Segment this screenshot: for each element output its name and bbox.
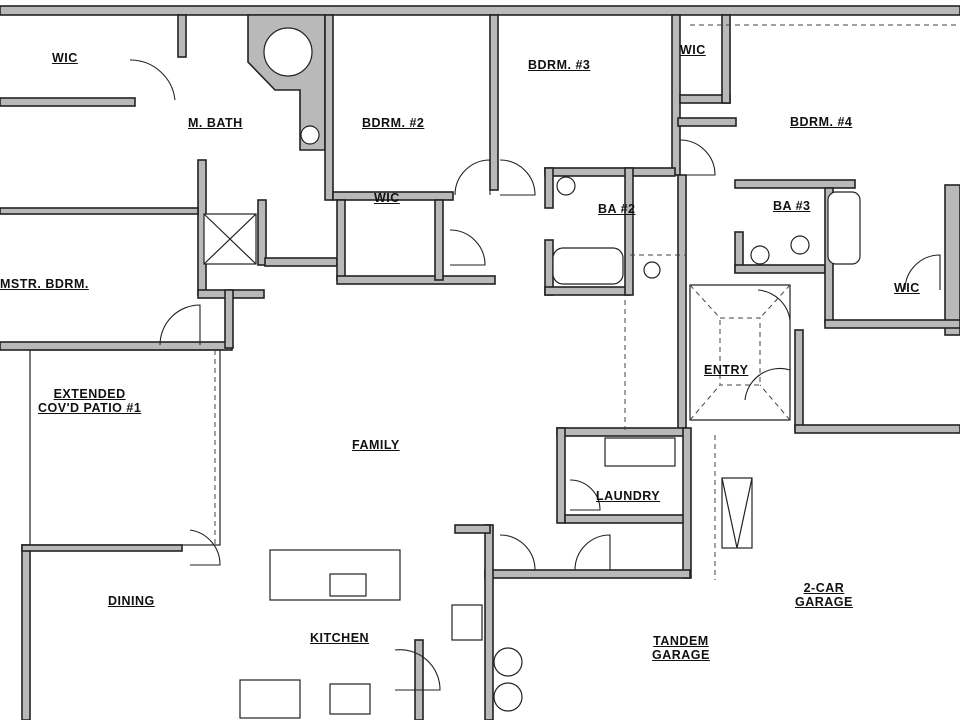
- bed3-east-wall: [671, 14, 681, 176]
- kitchen-label: KITCHEN: [310, 631, 370, 645]
- laundry-label: LAUNDRY: [596, 489, 661, 503]
- bath2-east-wall: [624, 167, 634, 296]
- counter: [239, 679, 301, 719]
- wc-south-wall: [264, 257, 338, 267]
- range: [329, 683, 371, 715]
- bed4-east-wall: [944, 184, 960, 336]
- toilet-master: [300, 125, 320, 145]
- wic-east-wall: [177, 14, 187, 58]
- bed2-west-wall: [324, 14, 334, 201]
- tandem-west-wall: [484, 524, 494, 720]
- wic2-south-wall: [336, 275, 496, 285]
- patio-label-line1: EXTENDED: [53, 387, 126, 401]
- top-exterior-wall: [0, 5, 960, 16]
- bed3-south-wall: [544, 167, 676, 177]
- bed4-north-wall: [677, 117, 737, 127]
- water-heater-1: [493, 647, 523, 677]
- bath2-label: BA #2: [598, 202, 636, 216]
- wic-bed4-label: WIC: [894, 281, 920, 295]
- toilet-bath2: [643, 261, 661, 279]
- master-door: [159, 304, 201, 346]
- entry-south-wall: [794, 424, 960, 434]
- toilet-bath3: [790, 235, 810, 255]
- tub-bath2: [552, 247, 624, 285]
- bath2-south-wall: [544, 286, 631, 296]
- entry-ceiling: [689, 284, 791, 421]
- garage-door-1: [574, 534, 611, 571]
- kitchen-east-wall: [414, 639, 424, 720]
- kitchen-door: [394, 649, 441, 691]
- bath3-label: BA #3: [773, 199, 811, 213]
- bath3-north-wall: [734, 179, 856, 189]
- two-car-garage-label: 2-CAR GARAGE: [795, 581, 853, 609]
- tandem-garage-line1: TANDEM: [653, 634, 709, 648]
- laundry-west-wall: [556, 427, 566, 524]
- laundry-south-wall: [564, 514, 686, 524]
- pantry: [451, 604, 483, 641]
- wic-bed2-label: WIC: [374, 191, 400, 205]
- patio-label-line2: COV'D PATIO #1: [38, 401, 142, 415]
- patio-door: [189, 529, 221, 566]
- bedroom3-label: BDRM. #3: [528, 58, 591, 72]
- tandem-garage-label: TANDEM GARAGE: [652, 634, 710, 662]
- laundry-door: [569, 479, 601, 511]
- shower-east-wall: [257, 199, 267, 266]
- wic-south-wall: [0, 97, 136, 107]
- entry-label: ENTRY: [704, 363, 749, 377]
- dining-west-wall: [21, 544, 31, 720]
- pantry-wall: [454, 524, 491, 534]
- master-bath-label: M. BATH: [188, 116, 243, 130]
- two-car-garage-line1: 2-CAR: [803, 581, 845, 595]
- dining-label: DINING: [108, 594, 155, 608]
- bed4-door: [679, 139, 716, 176]
- bed3-door: [499, 159, 536, 196]
- closet-line: [0, 207, 199, 215]
- wic3-east-wall: [721, 14, 731, 104]
- wic-master-label: WIC: [52, 51, 78, 65]
- garage-west-wall: [682, 427, 692, 579]
- bathtub: [263, 27, 313, 77]
- bath2-west-wall: [544, 167, 554, 209]
- washer-dryer: [604, 437, 676, 467]
- wic-bed3-label: WIC: [680, 43, 706, 57]
- wic2-west-wall: [336, 199, 346, 281]
- kitchen-sink: [329, 573, 367, 597]
- wic4-door: [904, 254, 941, 291]
- bath3-south-wall: [734, 264, 826, 274]
- sink-bath3: [750, 245, 770, 265]
- tandem-north-wall: [484, 569, 691, 579]
- bath-door: [129, 59, 176, 101]
- master-south-wall: [0, 341, 233, 351]
- garage-door-2: [499, 534, 536, 571]
- attic-stair: [721, 477, 753, 549]
- two-car-garage-line2: GARAGE: [795, 595, 853, 609]
- patio-outline: [29, 349, 221, 546]
- family-label: FAMILY: [352, 438, 400, 452]
- dining-north-wall: [21, 544, 183, 552]
- tub-bath3: [827, 191, 861, 265]
- wic2-east-wall: [434, 199, 444, 281]
- entry-east-wall: [794, 329, 804, 431]
- wic4-south-wall: [824, 319, 960, 329]
- bed2-door: [454, 159, 491, 196]
- laundry-north-wall: [556, 427, 686, 437]
- tandem-garage-line2: GARAGE: [652, 648, 710, 662]
- master-bedroom-label: MSTR. BDRM.: [0, 277, 89, 291]
- master-east-wall: [224, 289, 234, 349]
- patio-label: EXTENDED COV'D PATIO #1: [38, 387, 141, 415]
- sink-bath2: [556, 176, 576, 196]
- front-door: [744, 367, 791, 401]
- wic2-door: [449, 229, 486, 266]
- coat-door: [757, 289, 791, 321]
- bedroom4-label: BDRM. #4: [790, 115, 853, 129]
- bed2-east-wall: [489, 14, 499, 191]
- water-heater-2: [493, 682, 523, 712]
- bed2-south-wall: [332, 191, 454, 201]
- bedroom2-label: BDRM. #2: [362, 116, 425, 130]
- entry-west-wall: [677, 174, 687, 436]
